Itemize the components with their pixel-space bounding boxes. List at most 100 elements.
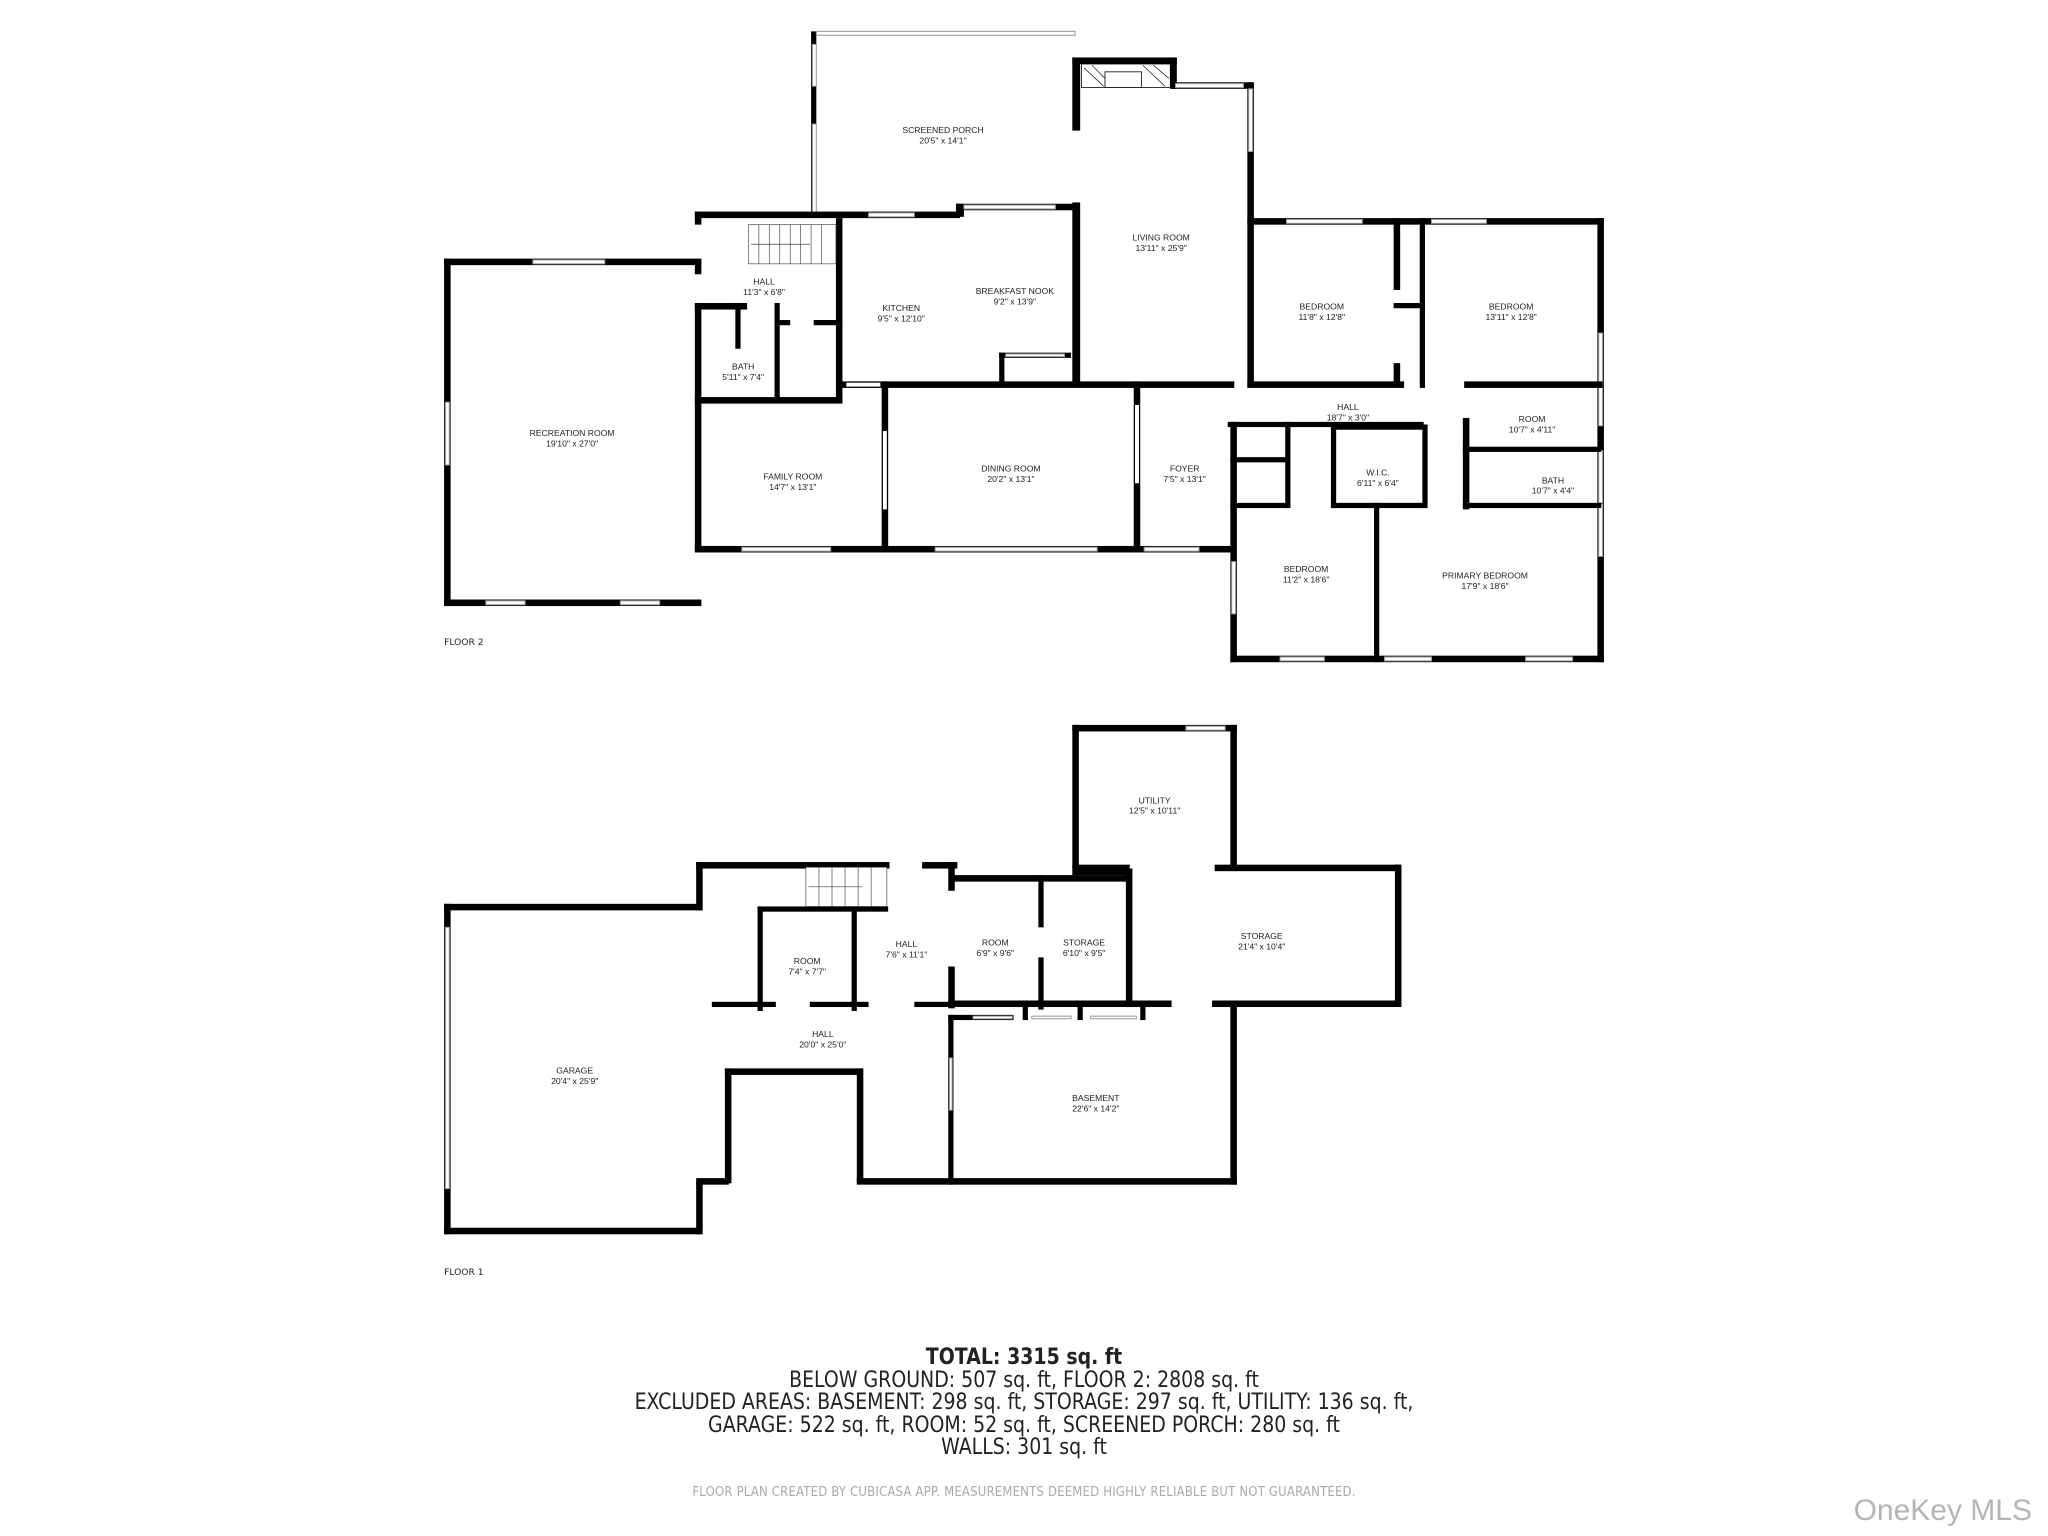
room-name: SCREENED PORCH [902,125,983,135]
room-dims: 9'5" x 12'10" [878,313,925,323]
room-dims: 19'10" x 27'0" [546,439,598,449]
room-name: KITCHEN [882,303,920,313]
room-name: GARAGE [556,1066,593,1076]
utility-walls [1072,724,1401,876]
area-breakdown-line-2: EXCLUDED AREAS: BASEMENT: 298 sq. ft, ST… [634,1390,1414,1415]
room-name: BASEMENT [1072,1093,1120,1103]
kitchen-dining-walls [694,352,1235,553]
staircase-icon [805,866,888,907]
room-name: LIVING ROOM [1132,232,1189,242]
room-dims: 18'7" x 3'0" [1327,413,1369,423]
storage-walls [948,864,1402,1010]
recreation-room-walls [444,258,702,607]
svg-text:W.I.C.6'11" x 6'4": W.I.C.6'11" x 6'4" [1357,467,1399,487]
room-name: STORAGE [1063,938,1105,948]
room-dims: 12'5" x 10'11" [1129,806,1180,816]
room-name: PRIMARY BEDROOM [1442,571,1528,581]
room-name: BEDROOM [1489,302,1534,312]
room-name: BATH [732,362,754,372]
room-name: BREAKFAST NOOK [976,286,1055,296]
room-name: FAMILY ROOM [763,471,822,481]
room-dims: 10'7" x 4'11" [1509,424,1556,434]
basement-walls [724,1005,1237,1185]
room-name: BATH [1542,475,1564,485]
onekey-mls-watermark: OneKey MLS [1853,1494,2032,1527]
room-dims: 13'11" x 25'9" [1135,243,1186,253]
floor-2-label: FLOOR 2 [444,638,483,648]
room-name: W.I.C. [1366,467,1389,477]
fireplace-icon [1081,63,1171,88]
disclaimer-text: FLOOR PLAN CREATED BY CUBICASA APP. MEAS… [692,1485,1356,1500]
room-name: DINING ROOM [981,464,1040,474]
area-breakdown-line-3: GARAGE: 522 sq. ft, ROOM: 52 sq. ft, SCR… [708,1412,1340,1438]
room-dims: 5'11" x 7'4" [722,372,764,382]
room-dims: 13'11" x 12'8" [1485,312,1536,322]
room-name: HALL [753,277,775,287]
room-dims: 7'5" x 13'1" [1163,474,1205,484]
room-name: HALL [812,1029,834,1039]
area-breakdown-line-4: WALLS: 301 sq. ft [941,1435,1107,1460]
room-name: STORAGE [1241,931,1283,941]
staircase-icon [748,224,837,265]
room-dims: 11'8" x 12'8" [1299,312,1346,322]
room-dims: 20'2" x 13'1" [987,474,1034,484]
hall-bath-walls [694,211,843,552]
garage-walls [444,862,729,1235]
room-dims: 20'4" x 25'9" [551,1076,598,1086]
room-name: ROOM [982,938,1009,948]
room-dims: 6'9" x 9'6" [976,948,1014,958]
room-dims: 14'7" x 13'1" [769,482,816,492]
room-dims: 22'6" x 14'2" [1072,1104,1119,1114]
room-dims: 6'11" x 6'4" [1357,478,1399,488]
screened-porch-walls [694,30,1077,219]
room-name: UTILITY [1139,795,1171,805]
room-name: HALL [1337,402,1359,412]
room-dims: 20'0" x 25'0" [799,1040,846,1050]
room-dims: 6'10" x 9'5" [1063,948,1105,958]
area-breakdown-line-1: BELOW GROUND: 507 sq. ft, FLOOR 2: 2808 … [789,1367,1259,1393]
hall-room-walls [696,862,958,1011]
room-name: FOYER [1170,464,1200,474]
room-dims: 7'6" x 11'1" [886,949,928,959]
room-name: RECREATION ROOM [530,428,615,438]
room-dims: 10'7" x 4'4" [1532,486,1574,496]
room-dims: 7'4" x 7'7" [788,966,826,976]
room-dims: 9'2" x 13'9" [994,296,1036,306]
room-name: ROOM [794,956,821,966]
total-area: TOTAL: 3315 sq. ft [925,1345,1123,1370]
area-summary: TOTAL: 3315 sq. ft BELOW GROUND: 507 sq.… [143,1347,1904,1460]
room-name: BEDROOM [1300,302,1345,312]
room-name: ROOM [1519,414,1546,424]
room-dims: 11'2" x 18'6" [1283,575,1330,585]
living-room-walls [1072,57,1254,387]
room-dims: 17'9" x 18'6" [1461,581,1508,591]
